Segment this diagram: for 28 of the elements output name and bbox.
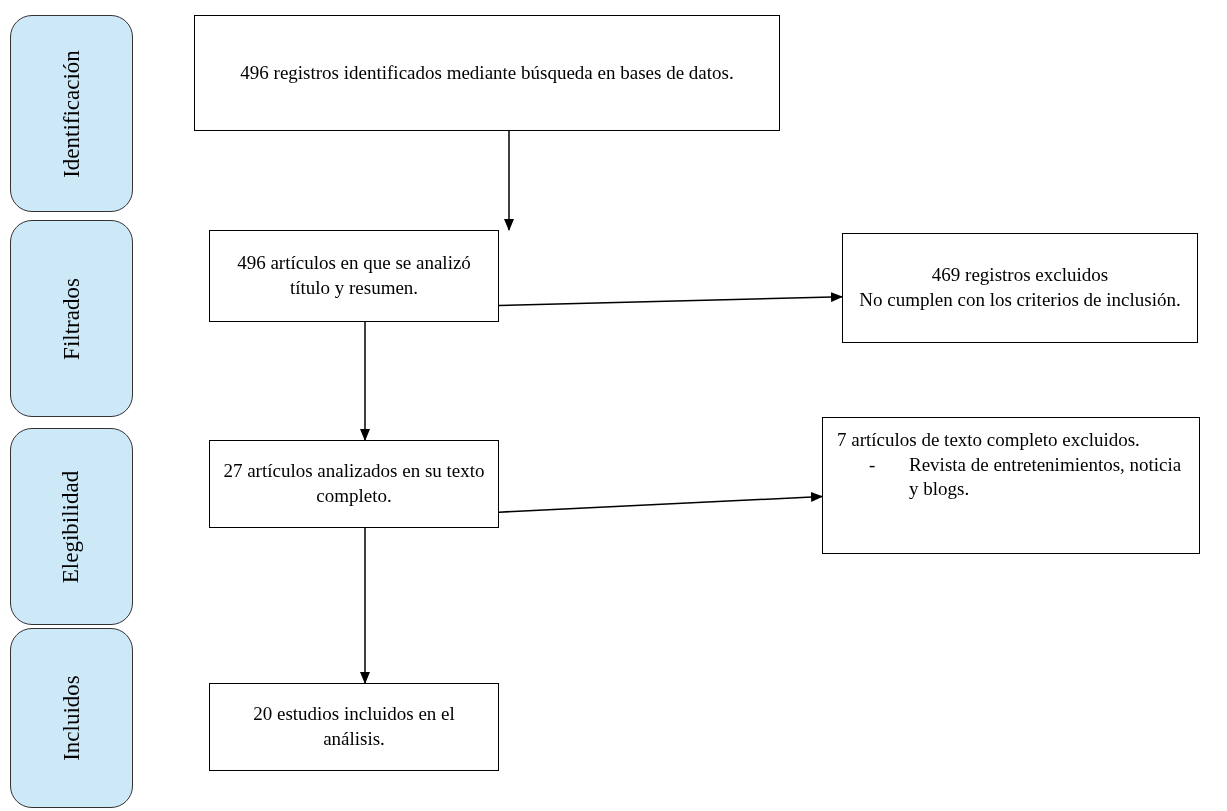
stage-band bbox=[10, 220, 133, 417]
arrow bbox=[498, 292, 843, 307]
stage-band bbox=[10, 628, 133, 808]
list-item-text: Revista de entretenimientos, noticia y blogs. bbox=[909, 452, 1183, 502]
arrow bbox=[504, 130, 514, 231]
box-text: 496 registros identificados mediante búsqueda en bases de datos. bbox=[240, 60, 734, 85]
box-heading: 7 artículos de texto completo excluidos. bbox=[837, 428, 1140, 452]
arrow bbox=[360, 527, 370, 684]
process-box bbox=[209, 440, 499, 528]
stage-label: Incluidos bbox=[58, 675, 85, 761]
arrow bbox=[360, 321, 370, 441]
stage-label: Elegibilidad bbox=[58, 470, 85, 583]
box-subtext: No cumplen con los criterios de inclusión. bbox=[859, 288, 1181, 312]
process-box bbox=[209, 683, 499, 771]
arrow bbox=[498, 492, 823, 513]
box-text: 20 estudios incluidos en el análisis. bbox=[252, 702, 456, 751]
process-box bbox=[842, 233, 1198, 343]
box-text: 496 artículos en que se analizó título y resumen. bbox=[236, 251, 472, 300]
stage-band bbox=[10, 428, 133, 625]
process-box bbox=[194, 15, 780, 131]
box-text: 469 registros excluidos bbox=[931, 263, 1109, 288]
box-text: 27 artículos analizados en su texto completo. bbox=[222, 459, 486, 508]
stage-band bbox=[10, 15, 133, 212]
process-box bbox=[209, 230, 499, 322]
stage-label: Filtrados bbox=[58, 277, 85, 360]
process-box bbox=[822, 417, 1200, 554]
stage-label: Identificación bbox=[58, 49, 85, 178]
list-bullet: - bbox=[869, 452, 877, 477]
